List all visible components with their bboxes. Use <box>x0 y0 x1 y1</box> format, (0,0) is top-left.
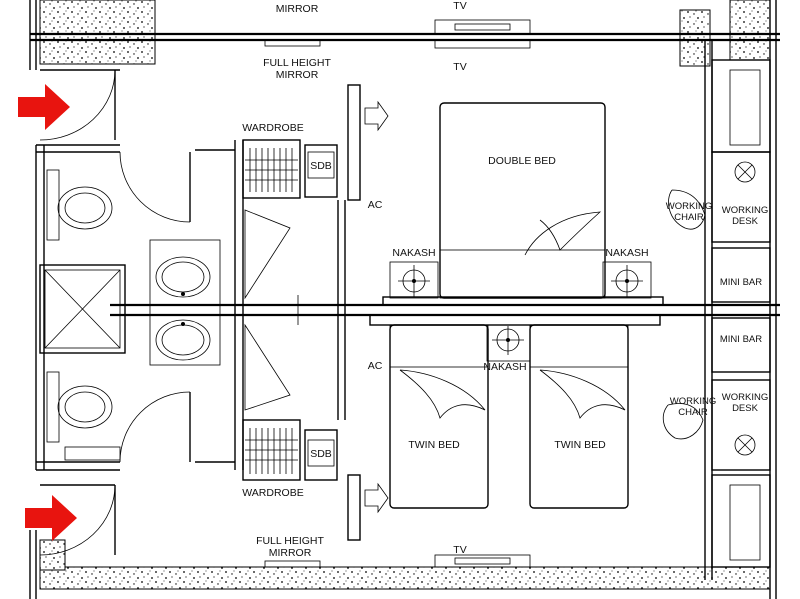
tv-unit-upper <box>434 39 531 49</box>
working-desk-top-line1: WORKING <box>722 205 768 216</box>
top-concrete-wall <box>39 0 156 65</box>
mini-bar-bottom <box>711 317 771 373</box>
desk-lamp-icon <box>734 161 756 183</box>
twin-headboard <box>369 314 661 326</box>
shower-icon <box>39 264 126 354</box>
ac-arrow-icon <box>364 100 389 132</box>
wardrobe-bottom-label: WARDROBE <box>242 487 303 499</box>
toilet-icon <box>46 371 113 443</box>
bottom-concrete-wall <box>39 566 771 590</box>
working-chair-bottom-line2: CHAIR <box>678 407 708 418</box>
working-chair-bottom-line1: WORKING <box>670 396 716 407</box>
entry-door-top <box>39 69 120 141</box>
bath-mat <box>64 446 121 461</box>
wardrobe-bottom <box>242 419 301 481</box>
sdb-bottom-label: SDB <box>310 448 332 460</box>
mirror-top-label: MIRROR <box>276 3 319 15</box>
working-desk-bottom-line2: DESK <box>732 403 759 414</box>
safe-deposit-box-icon <box>304 144 338 198</box>
mini-bar-top <box>711 247 771 303</box>
entry-arrow-icon <box>18 84 70 130</box>
working-desk-bottom-line1: WORKING <box>722 392 768 403</box>
twin-bed-right-label: TWIN BED <box>554 439 606 451</box>
bathroom-door-bottom <box>119 391 191 463</box>
wardrobe-top-label: WARDROBE <box>242 122 303 134</box>
twin-bed-right <box>529 324 629 509</box>
bathroom-door-top <box>119 151 191 223</box>
lamp-icon <box>602 261 652 299</box>
nakash-left-label: NAKASH <box>392 247 435 259</box>
mini-bar-top-label: MINI BAR <box>720 277 762 288</box>
full-height-mirror-upper-line1: FULL HEIGHT <box>263 57 331 69</box>
chair-icon <box>662 403 704 440</box>
twin-bed-left <box>389 324 489 509</box>
connector-symbol <box>288 295 308 325</box>
twin-bed-left-label: TWIN BED <box>408 439 460 451</box>
double-bed <box>382 102 664 306</box>
closet-right-top <box>711 59 771 153</box>
full-height-mirror-upper-line2: MIRROR <box>276 69 319 81</box>
working-desk-bottom <box>711 379 771 471</box>
ac-arrow-icon <box>364 482 389 514</box>
tv-upper-label: TV <box>453 61 466 73</box>
tv-unit-bottom <box>434 554 531 568</box>
working-chair-top-line1: WORKING <box>666 201 712 212</box>
working-desk-top-line2: DESK <box>732 216 759 227</box>
chair-icon <box>668 189 706 230</box>
entry-arrow-icon <box>25 495 77 541</box>
full-height-mirror-lower-line1: FULL HEIGHT <box>256 535 324 547</box>
entry-door-bottom <box>39 484 116 556</box>
toilet-icon <box>46 169 113 241</box>
ac-bottom-label: AC <box>368 360 383 372</box>
safe-deposit-box-icon <box>304 429 338 481</box>
tv-bottom-label: TV <box>453 544 466 556</box>
sink-icon <box>155 319 211 361</box>
top-right-concrete-block <box>729 0 771 61</box>
double-bed-label: DOUBLE BED <box>488 155 556 167</box>
nakash-center-label: NAKASH <box>483 361 526 373</box>
ac-top-label: AC <box>368 199 383 211</box>
mini-bar-bottom-label: MINI BAR <box>720 334 762 345</box>
ac-unit-top <box>347 84 361 201</box>
closet-door-bottom <box>244 323 291 411</box>
lamp-icon <box>486 324 531 362</box>
working-chair-top-line2: CHAIR <box>674 212 704 223</box>
closet-door-top <box>244 209 291 300</box>
full-height-mirror-lower-line2: MIRROR <box>269 547 312 559</box>
tv-top-label: TV <box>453 0 466 12</box>
mirror-top <box>264 39 321 47</box>
top-right-concrete-column <box>679 9 711 67</box>
sdb-top-label: SDB <box>310 160 332 172</box>
sink-icon <box>155 256 211 298</box>
ac-unit-bottom <box>347 474 361 541</box>
wardrobe-top <box>242 139 301 199</box>
working-desk-top <box>711 151 771 243</box>
vanity-counter <box>149 239 221 366</box>
closet-right-bottom <box>711 474 771 568</box>
nakash-right-label: NAKASH <box>605 247 648 259</box>
walls <box>29 0 780 599</box>
desk-lamp-icon <box>734 434 756 456</box>
tv-unit-top <box>434 19 531 35</box>
lamp-icon <box>389 261 439 299</box>
mirror-bottom <box>264 560 321 568</box>
